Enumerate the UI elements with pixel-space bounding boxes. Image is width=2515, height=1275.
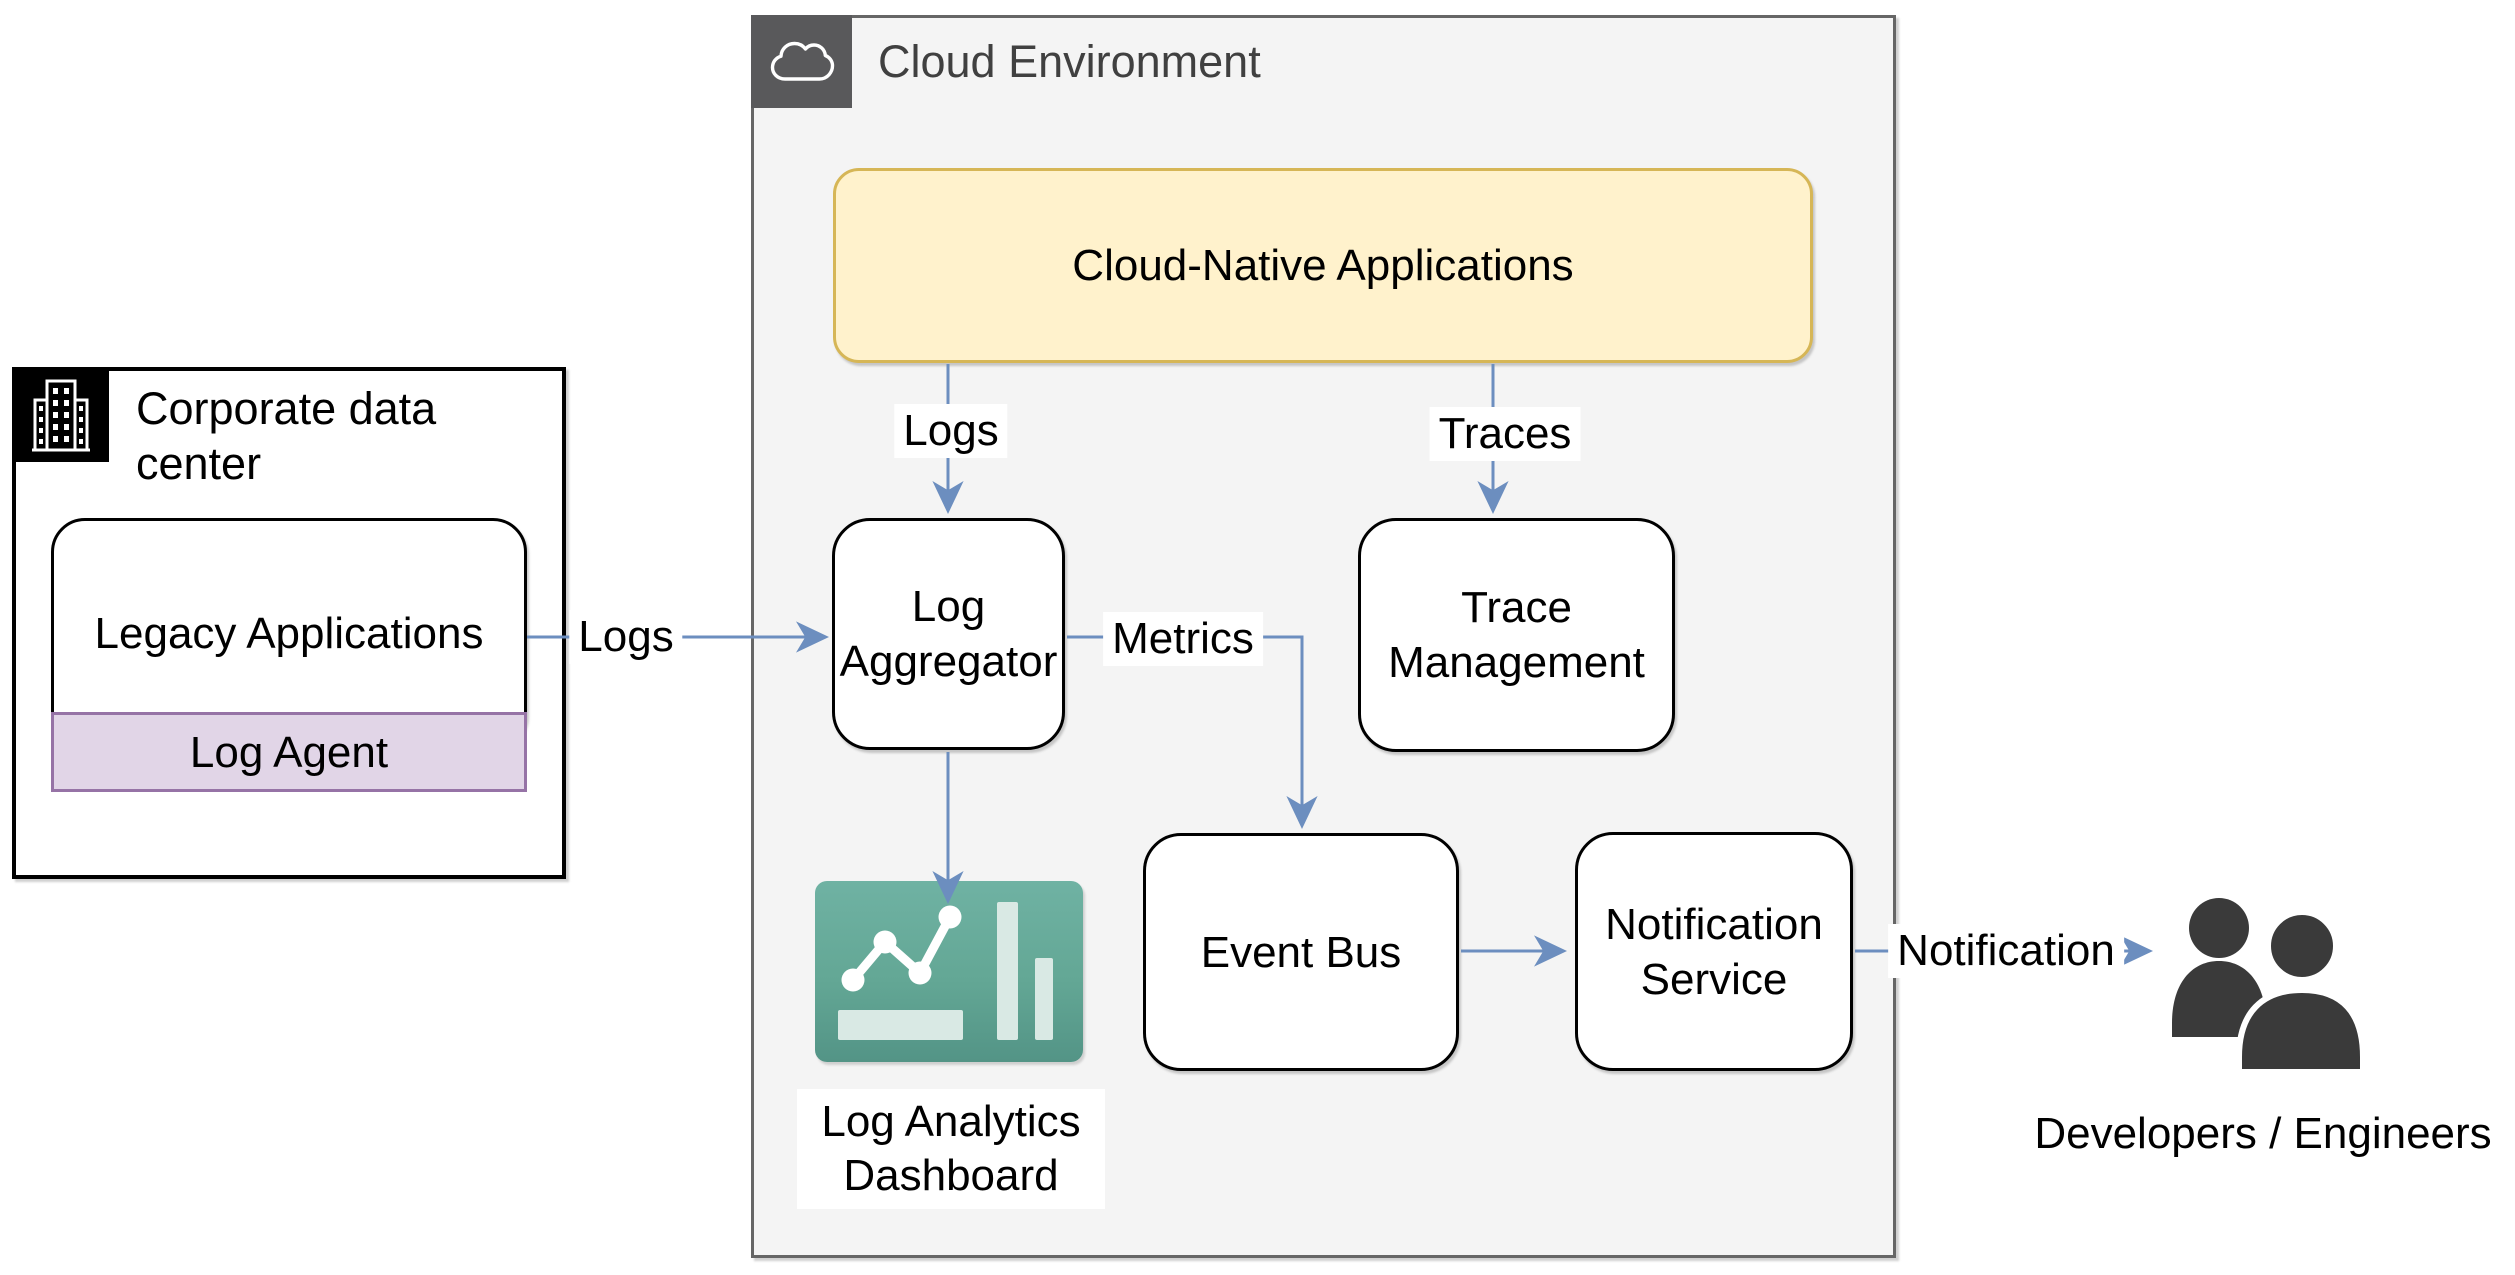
building-icon — [31, 379, 90, 451]
node-label: Trace Management — [1388, 583, 1645, 687]
node-label: Cloud-Native Applications — [1072, 241, 1574, 290]
node-label: Notification Service — [1605, 899, 1823, 1004]
node-label: Log Agent — [189, 727, 389, 777]
node-event-bus: Event Bus — [1143, 833, 1459, 1071]
node-label: Legacy Applications — [94, 608, 484, 658]
node-cloud-native-applications: Cloud-Native Applications — [833, 168, 1813, 363]
corporate-data-center-title: Corporate data center — [136, 383, 437, 489]
developers-engineers-label: Developers / Engineers — [2034, 1109, 2492, 1158]
corporate-data-center-tab — [12, 367, 109, 462]
node-label: Event Bus — [1200, 927, 1402, 977]
people-icon — [2172, 898, 2366, 1075]
edge-label-notification: Notification — [1888, 924, 2124, 978]
node-notification-service: Notification Service — [1575, 832, 1853, 1071]
node-trace-management: Trace Management — [1358, 518, 1675, 752]
dashboard-chart-icon — [815, 881, 1083, 1062]
cloud-icon — [770, 41, 834, 81]
edge-label-logs-legacy: Logs — [569, 610, 683, 664]
node-log-aggregator: Log Aggregator — [832, 518, 1065, 750]
edge-label-traces: Traces — [1429, 407, 1581, 461]
log-analytics-dashboard-label: Log Analytics Dashboard — [797, 1089, 1105, 1209]
edge-label-logs-cloudnative: Logs — [894, 404, 1008, 458]
node-label: Log Aggregator — [839, 582, 1058, 686]
node-log-agent: Log Agent — [51, 712, 527, 792]
edge-label-metrics: Metrics — [1103, 612, 1263, 666]
cloud-environment-tab — [751, 15, 852, 108]
cloud-environment-title: Cloud Environment — [878, 36, 1261, 87]
